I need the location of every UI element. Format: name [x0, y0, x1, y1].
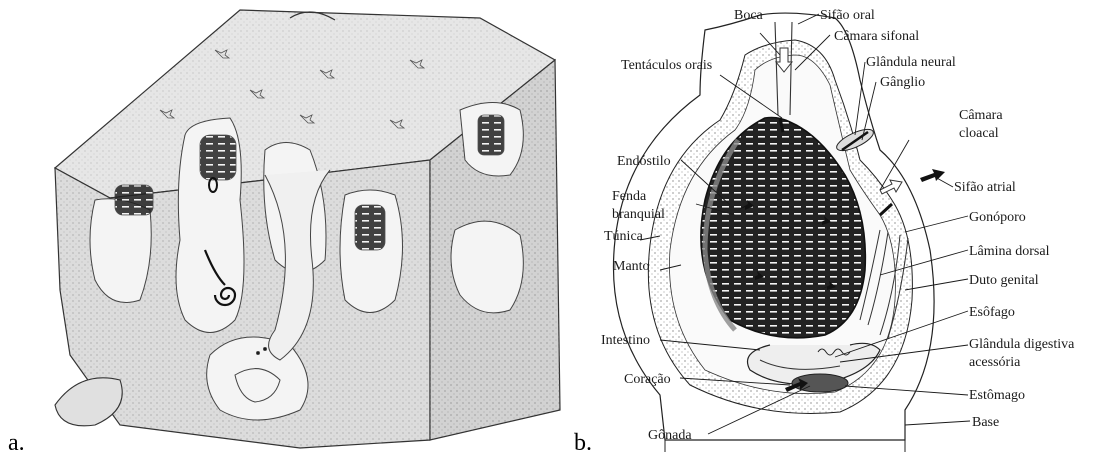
label-base: Base: [972, 415, 999, 430]
panel-b-letter: b.: [574, 430, 592, 456]
label-tunica: Túnica: [604, 229, 644, 244]
label-camara-cloacal-1: Câmara: [959, 108, 1003, 123]
label-esofago: Esôfago: [969, 305, 1015, 320]
label-endostilo: Endóstilo: [617, 154, 671, 169]
label-glandula-digestiva-2: acessória: [969, 355, 1021, 370]
label-gonada: Gônada: [648, 428, 692, 443]
label-duto-genital: Duto genital: [969, 273, 1039, 288]
label-intestino: Intestino: [601, 333, 650, 348]
label-estomago: Estômago: [969, 388, 1025, 403]
label-camara-cloacal-2: cloacal: [959, 126, 999, 141]
label-lamina-dorsal: Lâmina dorsal: [969, 244, 1050, 259]
label-gonoporo: Gonóporo: [969, 210, 1026, 225]
colony-illustration: [55, 10, 560, 448]
label-camara-sifonal: Câmara sifonal: [834, 29, 919, 44]
label-sifao-atrial: Sifão atrial: [954, 180, 1016, 195]
label-boca: Boca: [734, 8, 764, 23]
label-tentaculos-orais: Tentáculos orais: [621, 58, 712, 73]
label-sifao-oral: Sifão oral: [820, 8, 875, 23]
label-coracao: Coração: [624, 372, 671, 387]
label-manto: Manto: [613, 259, 650, 274]
label-fenda-1: Fenda: [612, 189, 647, 204]
label-fenda-2: branquial: [612, 207, 665, 222]
panel-a-letter: a.: [8, 430, 25, 456]
label-glandula-digestiva-1: Glândula digestiva: [969, 337, 1075, 352]
label-glandula-neural: Glândula neural: [866, 55, 956, 70]
label-ganglio: Gânglio: [880, 75, 925, 90]
